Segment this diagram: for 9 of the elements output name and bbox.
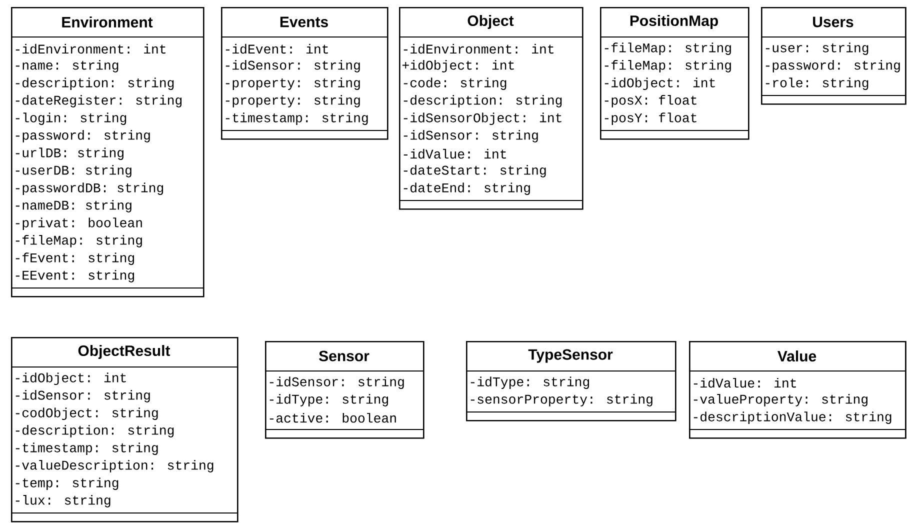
class-box: Events -idEvent: int -idSensor: string -property: string -property: string -timestamp: string <box>221 7 388 140</box>
class-box: PositionMap -fileMap: string -fileMap: string -idObject: int -posX: float -posY: float <box>600 7 750 140</box>
class-box: Users -user: string -password: string -role: string <box>761 7 906 105</box>
class-box: Object -idEnvironment: int +idObject: int -code: string -description: string -idSensorObject: int -idSensor: string -idValue: int -dateStart: string -dateEnd: string <box>399 7 584 210</box>
class-box: Value -idValue: int -valueProperty: string -descriptionValue: string <box>689 341 906 439</box>
class-box: ObjectResult -idObject: int -idSensor: string -codObject: string -description: string -timestamp: string -valueDescription: string -temp: string -lux: string <box>11 337 238 522</box>
class-box: Sensor -idSensor: string -idType: string -active: boolean <box>265 341 424 439</box>
class-box: Environment -idEnvironment: int -name: string -description: string -dateRegister: string -login: string -password: string -urlDB: string -userDB: string -passwordDB: string -nameDB: string -privat: boolean -fileMap: string -fEvent: string -EEvent: string <box>11 7 204 298</box>
class-box: TypeSensor -idType: string -sensorProperty: string <box>466 341 676 422</box>
